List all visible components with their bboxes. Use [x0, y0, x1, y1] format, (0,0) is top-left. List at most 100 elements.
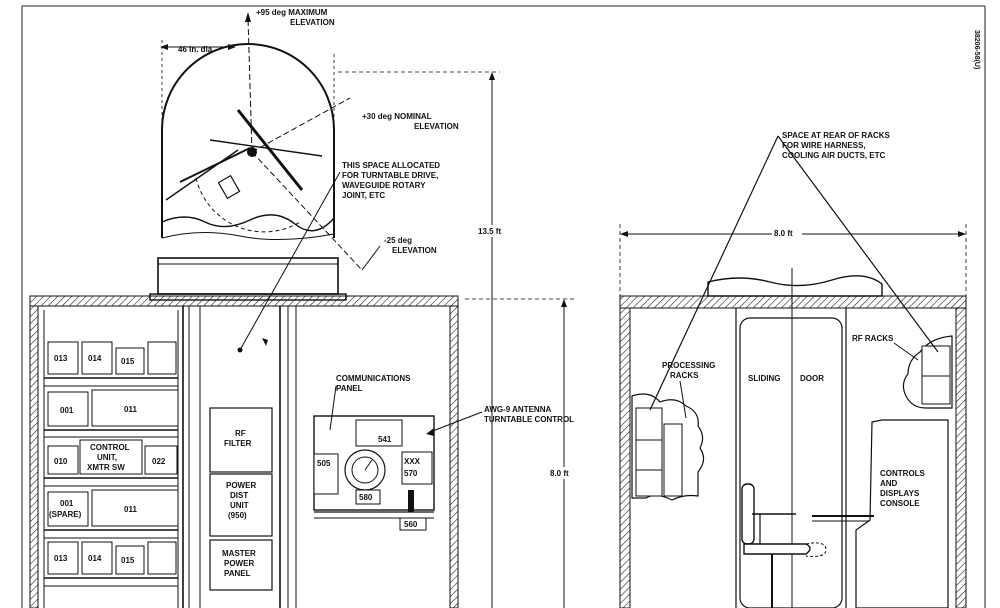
right-roof — [619, 295, 967, 309]
rf-filter — [209, 407, 273, 473]
unit-010 — [47, 445, 79, 475]
shelter-height-label: 8.0 ft — [550, 469, 569, 478]
unit-011-a-label: 011 — [124, 405, 137, 414]
unit-blank-bottom — [147, 541, 177, 575]
sliding-door — [739, 317, 843, 608]
unit-014-bottom-label: 014 — [88, 554, 102, 563]
rf-filter-label-2: FILTER — [224, 439, 252, 448]
awg9-label-1: AWG-9 ANTENNA — [484, 405, 551, 414]
unit-001-spare — [47, 491, 89, 527]
panel-xxx-label: XXX — [404, 457, 421, 466]
space-label-2: FOR TURNTABLE DRIVE, — [342, 171, 438, 180]
width-label-bg — [772, 227, 802, 239]
panel-570-label: 570 — [404, 469, 418, 478]
max-elevation-arrow — [245, 12, 251, 22]
unit-013-bottom-label: 013 — [54, 554, 68, 563]
neg-elevation-leader — [361, 245, 381, 271]
shelter-roof — [29, 295, 459, 307]
unit-011-a — [91, 389, 179, 427]
cable-glyph — [262, 338, 268, 346]
console-label-3: DISPLAYS — [880, 489, 920, 498]
master-power-panel — [209, 539, 273, 591]
rf-filter-label-1: RF — [235, 429, 246, 438]
sliding-label-bg — [746, 372, 784, 384]
panel-541 — [355, 419, 403, 447]
awg9-leader-arrow — [426, 428, 434, 436]
dia-arrow-left — [160, 44, 168, 50]
pdu-label-1: POWER — [226, 481, 256, 490]
comm-panel-label-1: COMMUNICATIONS — [336, 374, 411, 383]
unit-022 — [144, 445, 178, 475]
space-label-4: JOINT, ETC — [342, 191, 385, 200]
antenna-control-dial-pointer — [364, 459, 373, 471]
nominal-elevation-label-2: ELEVATION — [414, 122, 459, 131]
processing-racks-label-2: RACKS — [670, 371, 699, 380]
right-right-wall — [955, 307, 967, 608]
panel-570 — [401, 451, 433, 485]
rear-space-label-1: SPACE AT REAR OF RACKS — [782, 131, 891, 140]
panel-505-label: 505 — [317, 459, 331, 468]
antenna-arm-2 — [209, 139, 323, 157]
unit-001-spare-label-2: (SPARE) — [49, 510, 82, 519]
comm-panel-label-2: PANEL — [336, 384, 363, 393]
processing-rack-1 — [635, 407, 663, 497]
max-elevation-label-2: ELEVATION — [290, 18, 335, 27]
unit-015-top — [115, 347, 145, 375]
space-leader — [239, 171, 341, 351]
radome-dome — [161, 43, 335, 238]
total-height-label: 13.5 ft — [478, 227, 501, 236]
chair-seat — [743, 543, 811, 555]
panel-560-label: 560 — [404, 520, 418, 529]
unit-015-top-label: 015 — [121, 357, 135, 366]
console-body — [855, 419, 949, 608]
turntable-base — [157, 257, 339, 295]
pdu-label-3: UNIT — [230, 501, 249, 510]
unit-011-b-label: 011 — [124, 505, 137, 514]
shelter-height-arrow — [561, 299, 567, 307]
max-elevation-line — [247, 17, 253, 153]
processing-racks-label-1: PROCESSING — [662, 361, 715, 370]
unit-022-label: 022 — [152, 457, 166, 466]
unit-014-bottom — [81, 541, 113, 575]
max-elevation-label: +95 deg MAXIMUM — [256, 8, 328, 17]
awg9-leader — [429, 411, 483, 433]
rear-space-leader-right — [777, 135, 939, 353]
neg-elevation-label-2: ELEVATION — [392, 246, 437, 255]
nominal-elevation-line — [251, 97, 351, 153]
space-label-3: WAVEGUIDE ROTARY — [342, 181, 426, 190]
rear-space-leader-left — [649, 135, 779, 411]
console-label-2: AND — [880, 479, 898, 488]
dia-arrow-right — [228, 44, 236, 50]
unit-015-bottom — [115, 545, 145, 575]
unit-001-spare-label-1: 001 — [60, 499, 74, 508]
power-dist-unit — [209, 473, 273, 537]
dia-label: 46 in. dia — [178, 45, 213, 54]
neg-elevation-label: -25 deg — [384, 236, 412, 245]
mpp-label-1: MASTER — [222, 549, 256, 558]
shelter-right-wall — [449, 305, 459, 608]
roof-unit — [707, 275, 883, 297]
radome-assembly — [149, 43, 347, 301]
unit-control-label-3: XMTR SW — [87, 463, 125, 472]
unit-control-label-2: UNIT, — [97, 453, 117, 462]
antenna-sweep-arc — [195, 177, 301, 233]
panel-560 — [399, 517, 427, 531]
unit-014-top — [81, 341, 113, 375]
antenna-feed-box — [217, 174, 241, 200]
unit-015-bottom-label: 015 — [121, 556, 135, 565]
pdu-label-4: (950) — [228, 511, 247, 520]
comm-panel-leader — [329, 385, 337, 431]
radome-break-line — [161, 214, 335, 232]
width-arrow-left — [620, 231, 628, 237]
unit-001-a — [47, 391, 89, 427]
unit-014-top-label: 014 — [88, 354, 102, 363]
unit-001-a-label: 001 — [60, 406, 74, 415]
console-label-4: CONSOLE — [880, 499, 920, 508]
width-label: 8.0 ft — [774, 229, 793, 238]
total-height-arrow — [489, 72, 495, 80]
shelter-height-bg — [548, 467, 580, 479]
rf-rack-unit — [921, 345, 951, 405]
rf-racks-label: RF RACKS — [852, 334, 894, 343]
radome-break-line-2 — [161, 231, 335, 241]
rear-space-label-3: COOLING AIR DUCTS, ETC — [782, 151, 885, 160]
